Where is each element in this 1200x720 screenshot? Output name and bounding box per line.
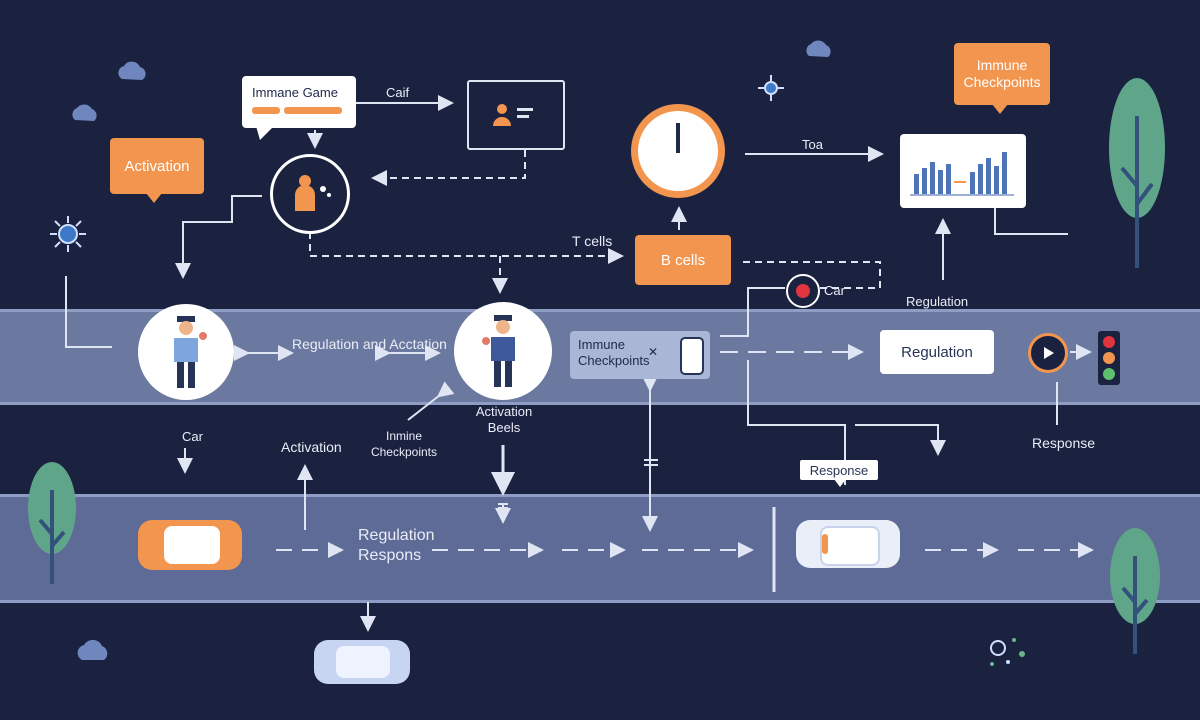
person-icon [295, 175, 331, 211]
red-dot-icon [786, 274, 820, 308]
particles-icon [990, 638, 1025, 666]
upper-road-edge-bottom [0, 402, 1200, 405]
cloud-icon-3 [806, 40, 831, 57]
virus-icon [50, 216, 86, 252]
immune-checkpoints-band-label: Immune Checkpoints [578, 337, 650, 368]
user-icon [493, 104, 533, 126]
x-icon: ✕ [648, 345, 659, 359]
car-icon-orange [138, 520, 242, 570]
lower-road-edge [0, 494, 1200, 497]
response-right-label: Response [1032, 435, 1096, 451]
immune-checkpoints-box: Immune Checkpoints [954, 43, 1050, 105]
regulation-respons-label: Regulation Respons [358, 527, 435, 564]
response-box: Response [800, 460, 878, 480]
toa-label: Toa [802, 137, 823, 152]
cloud-icon [118, 61, 146, 80]
box-tail-2 [992, 104, 1008, 114]
officer-circle-center [454, 302, 552, 400]
play-icon [1028, 333, 1068, 373]
regulation-top-right-label: Regulation [906, 294, 969, 309]
clock-icon [631, 104, 725, 198]
activation-beels-label: Activation Beels [475, 404, 533, 435]
tree-icon [1109, 78, 1165, 268]
immune-game-label: Immane Game [252, 85, 338, 100]
traffic-light-icon [1098, 331, 1120, 385]
officer-circle-left [138, 304, 234, 400]
upper-road-edge [0, 309, 1200, 312]
car-icon-blue [314, 640, 410, 684]
clock-hand [676, 123, 680, 153]
car-left-label: Car [182, 429, 203, 444]
car-icon-white [796, 520, 900, 568]
virus-icon-2 [758, 75, 784, 101]
user-card [467, 80, 565, 150]
t-cells-label: T cells [572, 233, 613, 249]
bar-decoration-2 [284, 107, 342, 114]
officer-icon [174, 316, 207, 388]
activation-box: Activation [110, 138, 204, 194]
immune-checkpoints-band-box: Immune Checkpoints ✕ [570, 331, 710, 379]
caif-label: Caif [386, 85, 410, 100]
inmine-checkpoints-label: Inmine Checkpoints [370, 429, 438, 459]
tree-icon-2 [28, 462, 76, 584]
regulation-and-activation-label: Regulation and Acctation [292, 336, 447, 352]
b-cells-box: B cells [635, 235, 731, 285]
bar-chart-card [900, 134, 1026, 208]
bar-decoration [252, 107, 280, 114]
regulation-box: Regulation [880, 330, 994, 374]
person-circle [270, 154, 350, 234]
phone-icon [680, 337, 704, 375]
box-tail [146, 193, 162, 203]
bubble-tail [256, 126, 274, 140]
officer-icon-2 [482, 315, 515, 387]
car-top-label: Car [824, 283, 845, 298]
tree-icon-3 [1110, 528, 1160, 654]
cloud-icon-2 [72, 104, 97, 121]
lower-road-edge-bottom [0, 600, 1200, 603]
activation-mid-label: Activation [281, 439, 342, 455]
box-tail-3 [834, 479, 846, 487]
immune-game-bubble: Immane Game [242, 76, 356, 128]
bar-chart-icon [910, 152, 1014, 196]
cloud-icon-4 [77, 639, 108, 660]
